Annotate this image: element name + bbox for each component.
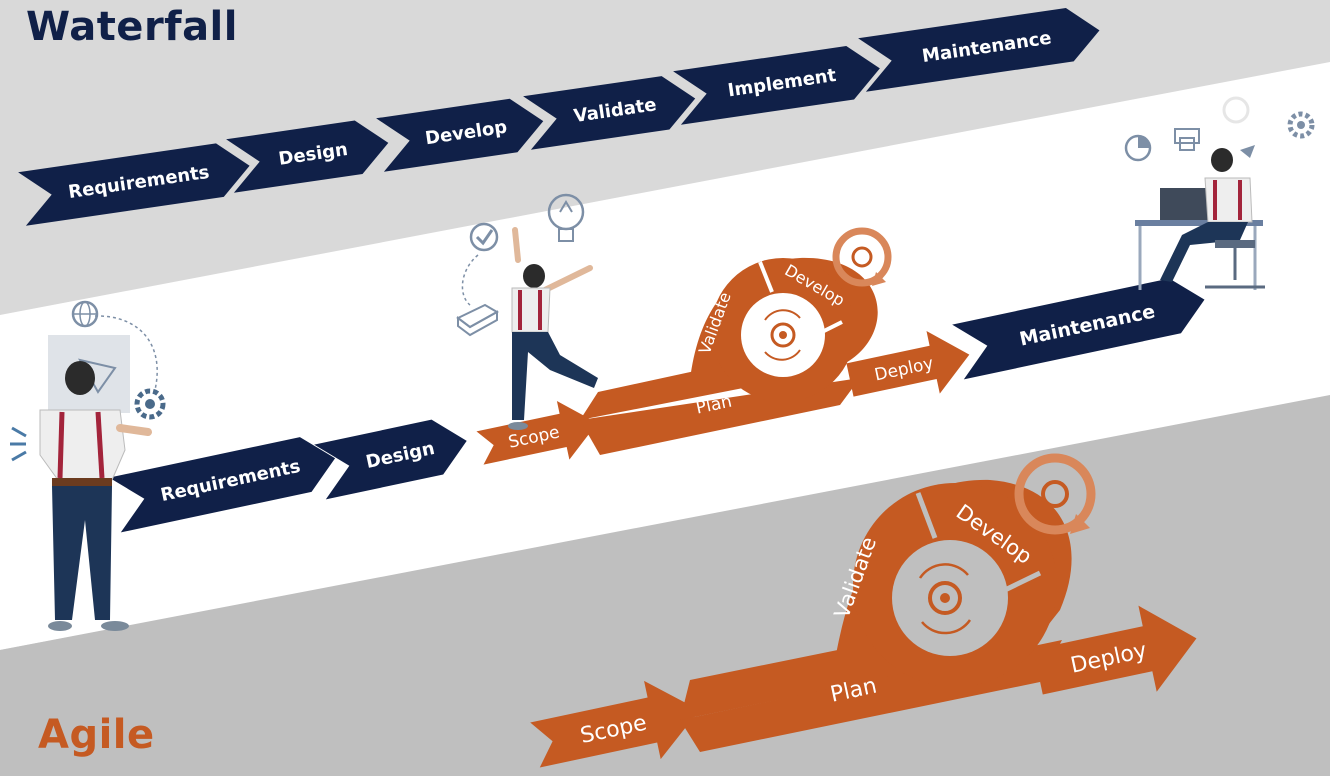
waterfall-step-validate: Validate <box>523 76 696 150</box>
pie-chart-icon <box>1124 134 1152 162</box>
hybrid-step-design: Design <box>314 419 467 500</box>
agile-bottom-loop: Scope Plan Validate Develop Deploy <box>530 453 1197 768</box>
background-white-band <box>0 62 1330 650</box>
dancer-illustration <box>456 193 598 430</box>
hybrid-gear-icon <box>764 309 801 361</box>
waterfall-step-design: Design <box>226 120 389 193</box>
agile-refresh-cycle-icon <box>1014 453 1096 535</box>
printer-icon <box>1174 128 1200 151</box>
presenter-illustration <box>10 300 166 631</box>
waterfall-title: Waterfall <box>26 4 238 50</box>
waterfall-step-implement: Implement <box>673 46 880 125</box>
checkmark-icon <box>469 222 499 252</box>
gear-icon <box>1287 111 1315 139</box>
hybrid-refresh-cycle-icon <box>832 227 892 287</box>
hybrid-scope-arrow: Scope <box>476 400 598 465</box>
waterfall-step-requirements: Requirements <box>18 143 250 226</box>
hybrid-agile-loop: Scope Plan Validate Develop Deploy <box>476 227 970 465</box>
waterfall-step-maintenance: Maintenance <box>858 7 1100 92</box>
sparkle-icon <box>10 426 27 462</box>
box-icon <box>456 303 500 337</box>
hybrid-navy-steps: Requirements Design <box>109 419 467 533</box>
lightbulb-icon <box>547 193 585 242</box>
laptop-worker-illustration <box>1124 96 1315 290</box>
hybrid-step-maintenance: Maintenance <box>952 278 1205 380</box>
agile-gear-icon <box>918 563 972 635</box>
agile-deploy-arrow: Deploy <box>1033 605 1197 695</box>
waterfall-top-steps: Requirements Design Develop Validate Imp… <box>18 7 1100 226</box>
hybrid-step-requirements: Requirements <box>109 437 336 533</box>
agile-title: Agile <box>38 712 155 758</box>
agile-scope-arrow: Scope <box>530 680 700 768</box>
gear-icon <box>134 388 166 420</box>
hybrid-deploy-arrow: Deploy <box>846 331 970 397</box>
waterfall-step-develop: Develop <box>376 98 544 172</box>
globe-icon <box>71 300 99 328</box>
